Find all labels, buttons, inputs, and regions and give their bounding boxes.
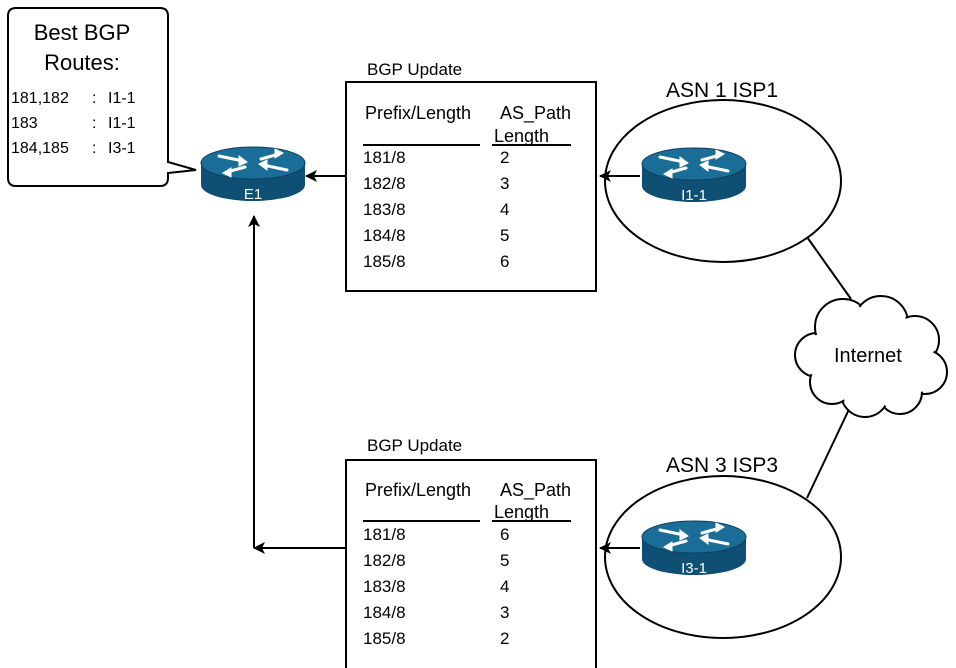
update1-col2-header-line2: Length <box>494 126 550 146</box>
callout-row-1-nexthop: I1-1 <box>108 90 136 107</box>
asn-isp3-label: ASN 3 ISP3 <box>666 454 779 477</box>
router-e1-icon[interactable] <box>200 146 306 201</box>
router-i3-1-label: I3-1 <box>681 560 707 577</box>
update1-row5-prefix: 185/8 <box>363 252 406 271</box>
callout-title-line2: Routes: <box>44 50 120 75</box>
bgp-update-box-2 <box>345 459 597 668</box>
asn-isp1-label: ASN 1 ISP1 <box>666 79 779 102</box>
callout-row-1-prefixes: 181,182 <box>11 90 69 107</box>
internet-cloud <box>794 295 948 418</box>
link-isp1-internet <box>806 236 852 300</box>
callout-row-1-sep: : <box>92 90 97 107</box>
update1-row1-length: 2 <box>500 148 510 167</box>
callout-box <box>7 7 197 187</box>
update1-row5-length: 6 <box>500 252 510 271</box>
update1-col2-header-line1: AS_Path <box>500 103 572 123</box>
router-i1-1-label: I1-1 <box>681 187 707 204</box>
update2-row4-prefix: 184/8 <box>363 603 406 622</box>
update1-col1-header: Prefix/Length <box>365 103 472 123</box>
update1-row3-length: 4 <box>500 200 510 219</box>
update2-col2-header-line2: Length <box>494 502 550 522</box>
router-i1-1-icon[interactable] <box>641 147 747 202</box>
update2-row5-prefix: 185/8 <box>363 629 406 648</box>
update2-col2-header-line1: AS_Path <box>500 480 572 500</box>
callout-row-2-sep: : <box>92 115 97 132</box>
update1-row4-length: 5 <box>500 226 510 245</box>
update1-row2-length: 3 <box>500 174 510 193</box>
callout-title-line1: Best BGP <box>33 20 131 45</box>
update2-row5-length: 2 <box>500 629 510 648</box>
update1-title: BGP Update <box>367 60 463 79</box>
update1-row1-prefix: 181/8 <box>363 148 406 167</box>
update2-row1-length: 6 <box>500 525 510 544</box>
update2-row3-length: 4 <box>500 577 510 596</box>
update2-row4-length: 3 <box>500 603 510 622</box>
link-isp3-internet <box>806 402 853 499</box>
internet-label: Internet <box>834 345 902 367</box>
update2-title: BGP Update <box>367 436 463 455</box>
callout-row-3-sep: : <box>92 140 97 157</box>
callout-row-2-nexthop: I1-1 <box>108 115 136 132</box>
update2-row2-prefix: 182/8 <box>363 551 406 570</box>
update2-col1-header: Prefix/Length <box>365 480 472 500</box>
callout-row-2-prefixes: 183 <box>11 115 38 132</box>
router-i3-1-icon[interactable] <box>641 520 747 575</box>
update1-row3-prefix: 183/8 <box>363 200 406 219</box>
callout-row-3-nexthop: I3-1 <box>108 140 136 157</box>
bgp-update-box-1 <box>345 81 597 292</box>
update2-row2-length: 5 <box>500 551 510 570</box>
update2-row1-prefix: 181/8 <box>363 525 406 544</box>
update1-row4-prefix: 184/8 <box>363 226 406 245</box>
update2-row3-prefix: 183/8 <box>363 577 406 596</box>
update1-row2-prefix: 182/8 <box>363 174 406 193</box>
asn3-ellipse <box>604 475 842 639</box>
callout-row-3-prefixes: 184,185 <box>11 140 69 157</box>
router-e1-label: E1 <box>243 186 263 203</box>
